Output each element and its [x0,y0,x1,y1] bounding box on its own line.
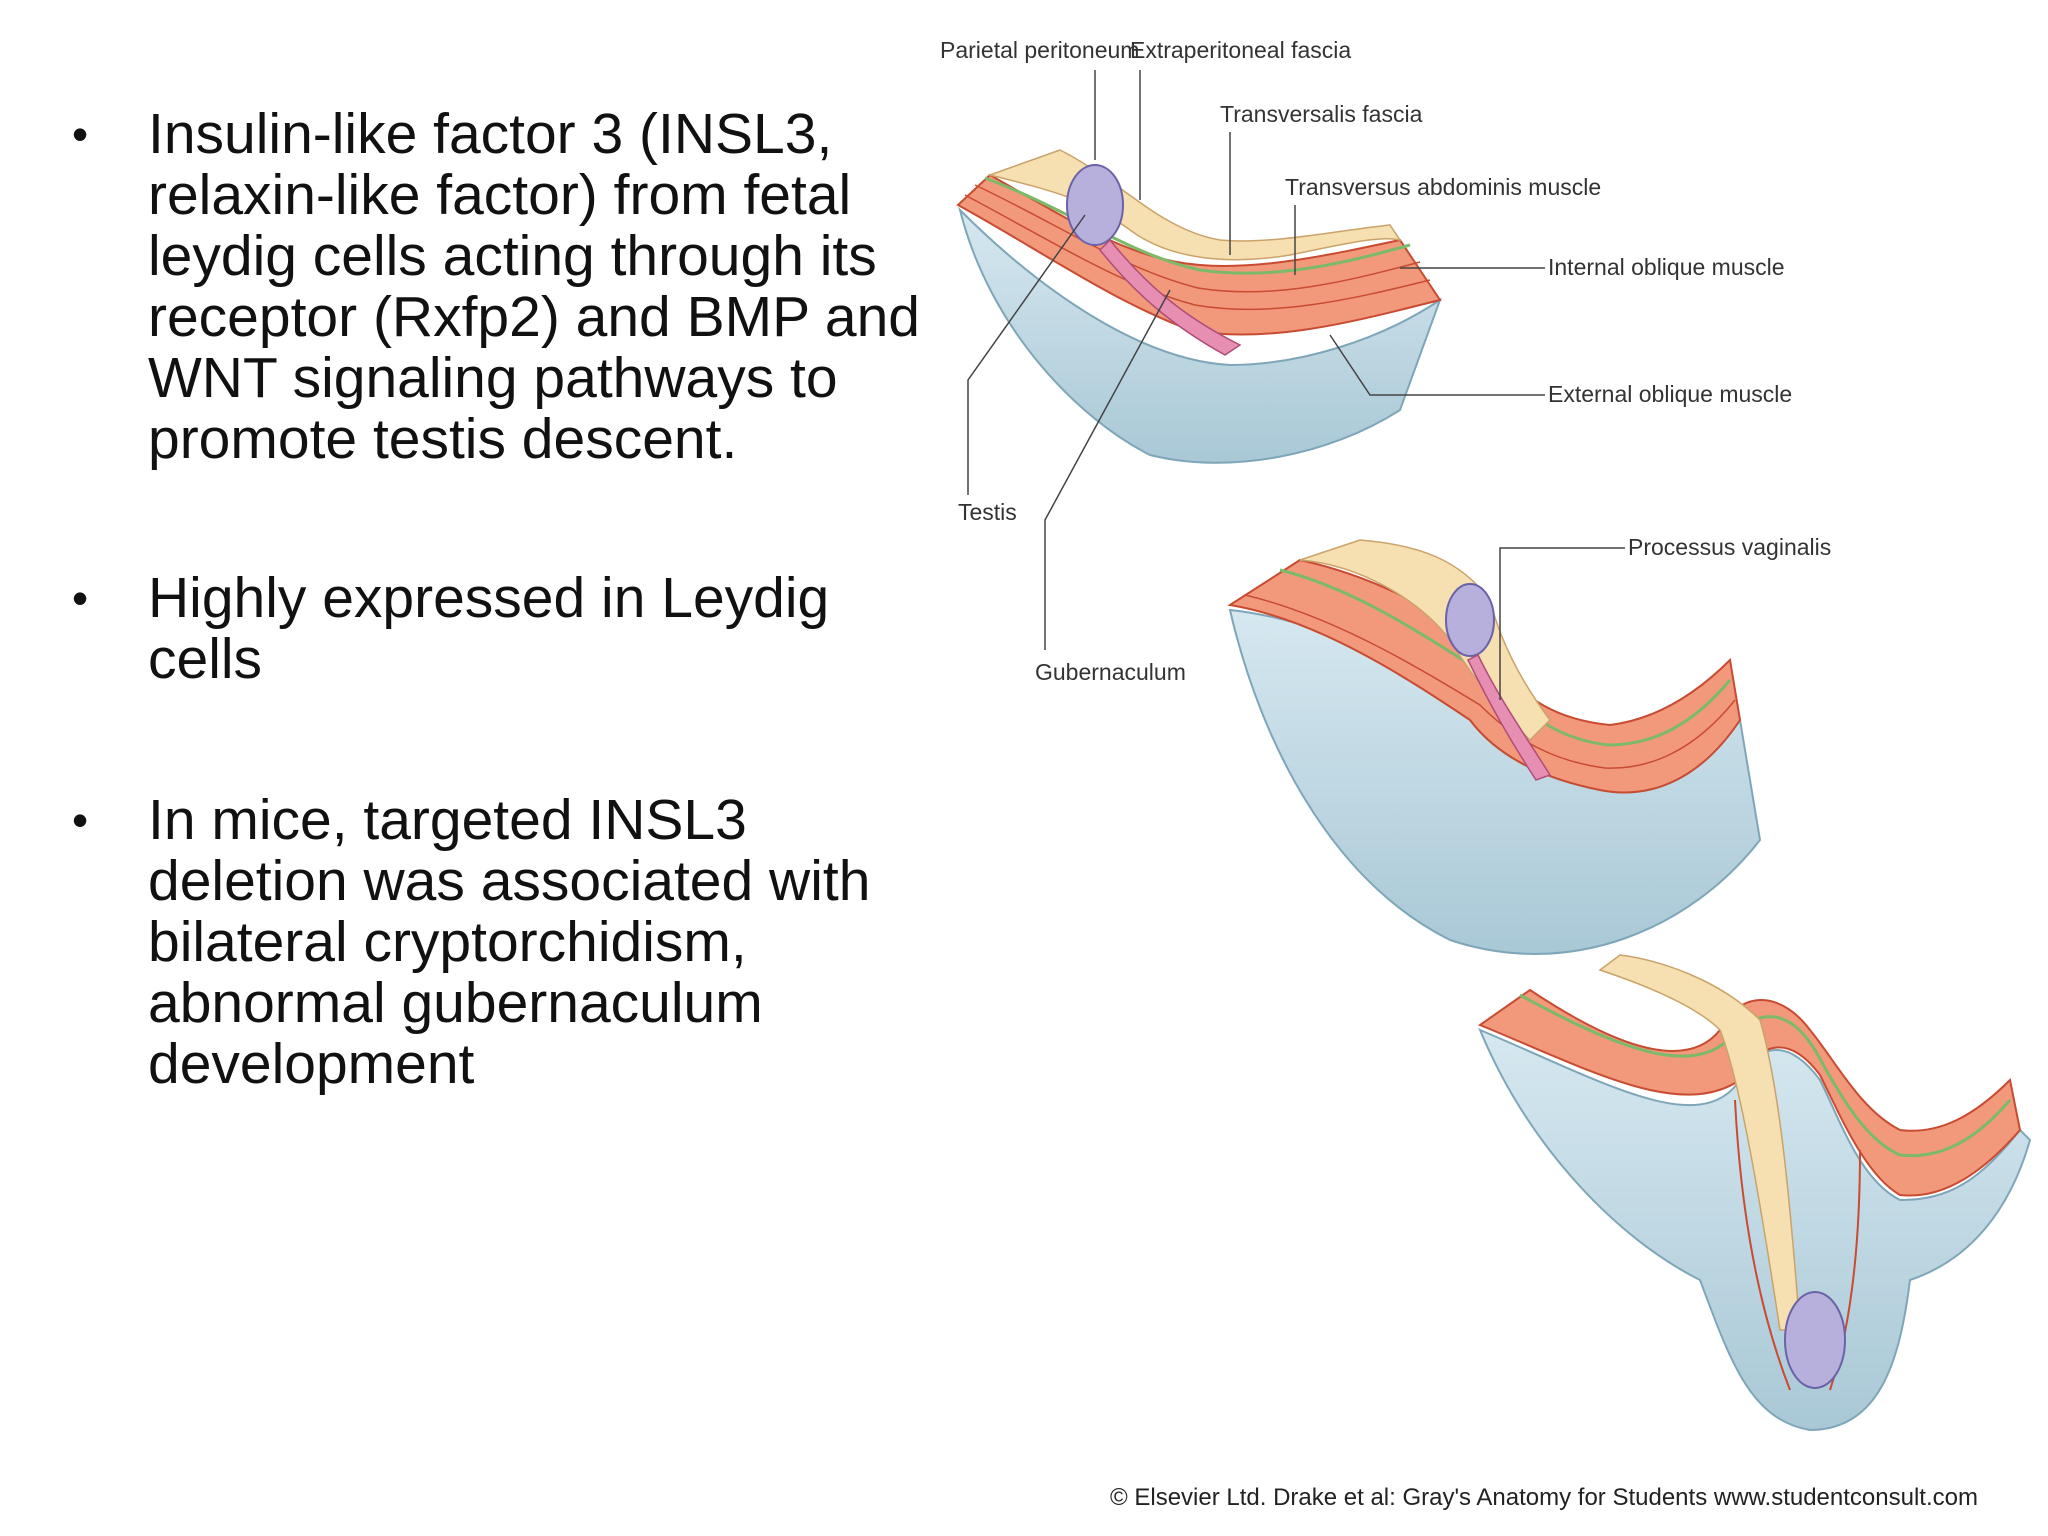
label-processus-vaginalis: Processus vaginalis [1628,534,1831,560]
bullet-leydig: • Highly expressed in Leydig cells [70,568,930,690]
muscle-layers [956,173,1442,336]
image-credit: © Elsevier Ltd. Drake et al: Gray's Anat… [1110,1484,1978,1511]
label-parietal-peritoneum: Parietal peritoneum [940,37,1139,63]
gubernaculum-shape [1466,653,1552,781]
gubernaculum-shape [1098,238,1242,356]
bullet-marker: • [72,108,89,160]
bullet-marker: • [72,794,89,846]
diagram-labels: Parietal peritoneum Extraperitoneal fasc… [940,37,1831,700]
bullet-list: • Insulin-like factor 3 (INSL3, relaxin-… [70,104,930,1095]
stage-2-section [1227,539,1762,955]
stage-1-section [956,149,1442,464]
label-transversalis-fascia: Transversalis fascia [1220,101,1423,127]
label-internal-oblique: Internal oblique muscle [1548,254,1785,280]
label-external-oblique: External oblique muscle [1548,381,1792,407]
label-gubernaculum: Gubernaculum [1035,659,1186,685]
bullet-text: Insulin-like factor 3 (INSL3, relaxin-li… [148,102,921,471]
bullet-text: In mice, targeted INSL3 deletion was ass… [148,788,871,1096]
testis-shape [1445,583,1495,657]
bullet-text: Highly expressed in Leydig cells [148,566,830,691]
testis-shape [1784,1291,1846,1389]
bullet-insl3: • Insulin-like factor 3 (INSL3, relaxin-… [70,104,930,470]
bullet-marker: • [72,572,89,624]
label-testis: Testis [958,499,1017,525]
label-extraperitoneal-fascia: Extraperitoneal fascia [1130,37,1351,63]
testis-shape [1066,164,1124,246]
label-transversus-abdominis: Transversus abdominis muscle [1285,174,1601,200]
abdominal-wall-block [958,206,1442,464]
bullet-mice: • In mice, targeted INSL3 deletion was a… [70,790,930,1095]
stage-3-section [1477,954,2032,1432]
